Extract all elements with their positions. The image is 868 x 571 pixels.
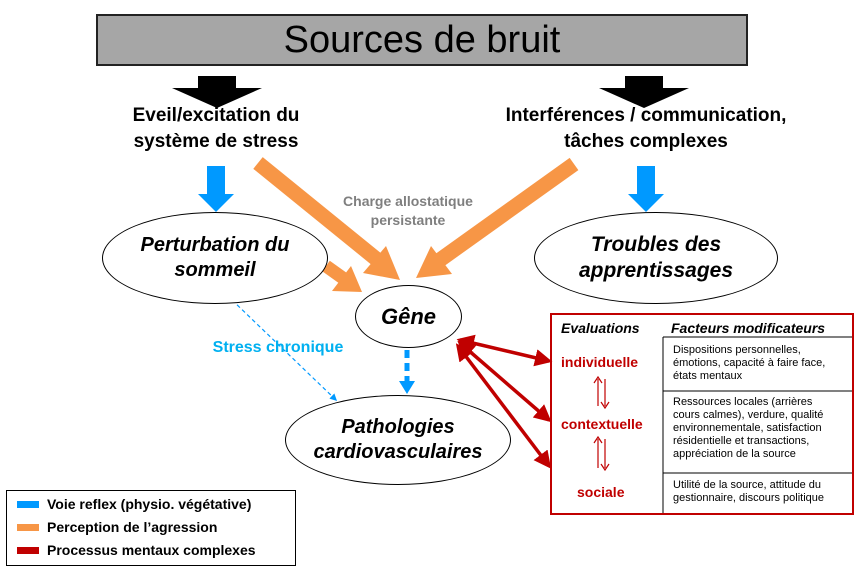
heading-interferences-line-1: Interférences / communication,: [505, 105, 787, 126]
factors-table: Evaluations Facteurs modificateurs indiv…: [550, 313, 854, 515]
factor-line: émotions, capacité à faire face,: [673, 357, 826, 369]
black-arrow-right: [599, 76, 689, 108]
node-patho-line-1: Pathologies: [341, 416, 455, 438]
black-arrow-left: [172, 76, 262, 108]
factor-line: Dispositions personnelles,: [673, 344, 801, 356]
stress-chronique-label: Stress chronique: [212, 339, 344, 356]
factor-line: Ressources locales (arrières: [673, 396, 813, 408]
factor-line: états mentaux: [673, 370, 743, 382]
legend-item-processus: Processus mentaux complexes: [17, 542, 256, 558]
orange-arrow-interferences-to-gene: [416, 157, 579, 278]
node-pathologies-cardiovasculaires: Pathologies cardiovasculaires: [285, 395, 511, 485]
node-gene-label: Gêne: [380, 303, 437, 329]
factors-contextuelle: Ressources locales (arrières cours calme…: [673, 396, 823, 461]
charge-line-1: Charge allostatique: [343, 193, 473, 209]
red-arrow-sociale: [455, 343, 552, 469]
page-title: Sources de bruit: [283, 18, 561, 61]
node-gene: Gêne: [355, 285, 462, 348]
factors-header-evaluations: Evaluations: [561, 320, 640, 336]
factor-line: environnementale, satisfaction: [673, 422, 822, 434]
title-box: Sources de bruit: [96, 14, 748, 66]
legend-label-processus: Processus mentaux complexes: [47, 542, 256, 558]
legend: Voie reflex (physio. végétative) Percept…: [6, 490, 296, 566]
legend-swatch-red: [17, 546, 39, 554]
legend-label-perception: Perception de l’agression: [47, 519, 218, 535]
node-troubles-line-2: apprentissages: [578, 259, 734, 282]
heading-eveil-line-1: Eveil/excitation du: [132, 105, 300, 126]
node-patho-line-2: cardiovasculaires: [313, 441, 483, 463]
legend-item-perception: Perception de l’agression: [17, 519, 217, 535]
red-arrow-individuelle: [456, 334, 553, 367]
charge-allostatique-label: Charge allostatique persistante: [320, 192, 496, 230]
legend-swatch-orange: [17, 523, 39, 531]
factor-line: appréciation de la source: [673, 448, 796, 460]
legend-label-reflex: Voie reflex (physio. végétative): [47, 496, 252, 512]
node-troubles-line-1: Troubles des: [590, 233, 722, 256]
blue-arrow-to-sleep: [198, 166, 234, 212]
node-troubles-apprentissages: Troubles des apprentissages: [534, 212, 778, 304]
heading-interferences: Interférences / communication, tâches co…: [478, 103, 814, 155]
factor-line: résidentielle et transactions,: [673, 435, 810, 447]
legend-swatch-blue: [17, 500, 39, 508]
heading-interferences-line-2: tâches complexes: [564, 131, 728, 152]
factors-sociale: Utilité de la source, attitude du gestio…: [673, 479, 824, 505]
eval-sociale: sociale: [577, 484, 625, 500]
factors-table-grid: [593, 336, 852, 513]
factor-line: Utilité de la source, attitude du: [673, 479, 821, 491]
factors-header-modificateurs: Facteurs modificateurs: [671, 320, 826, 336]
heading-eveil-line-2: système de stress: [133, 131, 299, 152]
node-perturbation-sommeil: Perturbation du sommeil: [102, 212, 328, 304]
node-sleep-line-1: Perturbation du: [140, 234, 290, 256]
orange-arrow-eveil-to-gene: [253, 157, 400, 280]
dashed-arrow-gene-to-patho-head: [399, 381, 415, 394]
orange-arrow-sleep-to-gene: [322, 260, 362, 292]
blue-arrow-to-troubles: [628, 166, 664, 212]
factor-line: cours calmes), verdure, qualité: [673, 409, 824, 421]
eval-contextuelle: contextuelle: [561, 416, 643, 432]
factor-line: gestionnaire, discours politique: [673, 492, 825, 504]
eval-individuelle: individuelle: [561, 354, 639, 370]
node-sleep-line-2: sommeil: [174, 259, 256, 281]
heading-eveil: Eveil/excitation du système de stress: [88, 103, 344, 155]
legend-item-reflex: Voie reflex (physio. végétative): [17, 496, 251, 512]
charge-line-2: persistante: [370, 212, 446, 228]
factors-individuelle: Dispositions personnelles, émotions, cap…: [673, 344, 825, 383]
dashed-arrow-sleep-to-patho: [231, 299, 338, 401]
